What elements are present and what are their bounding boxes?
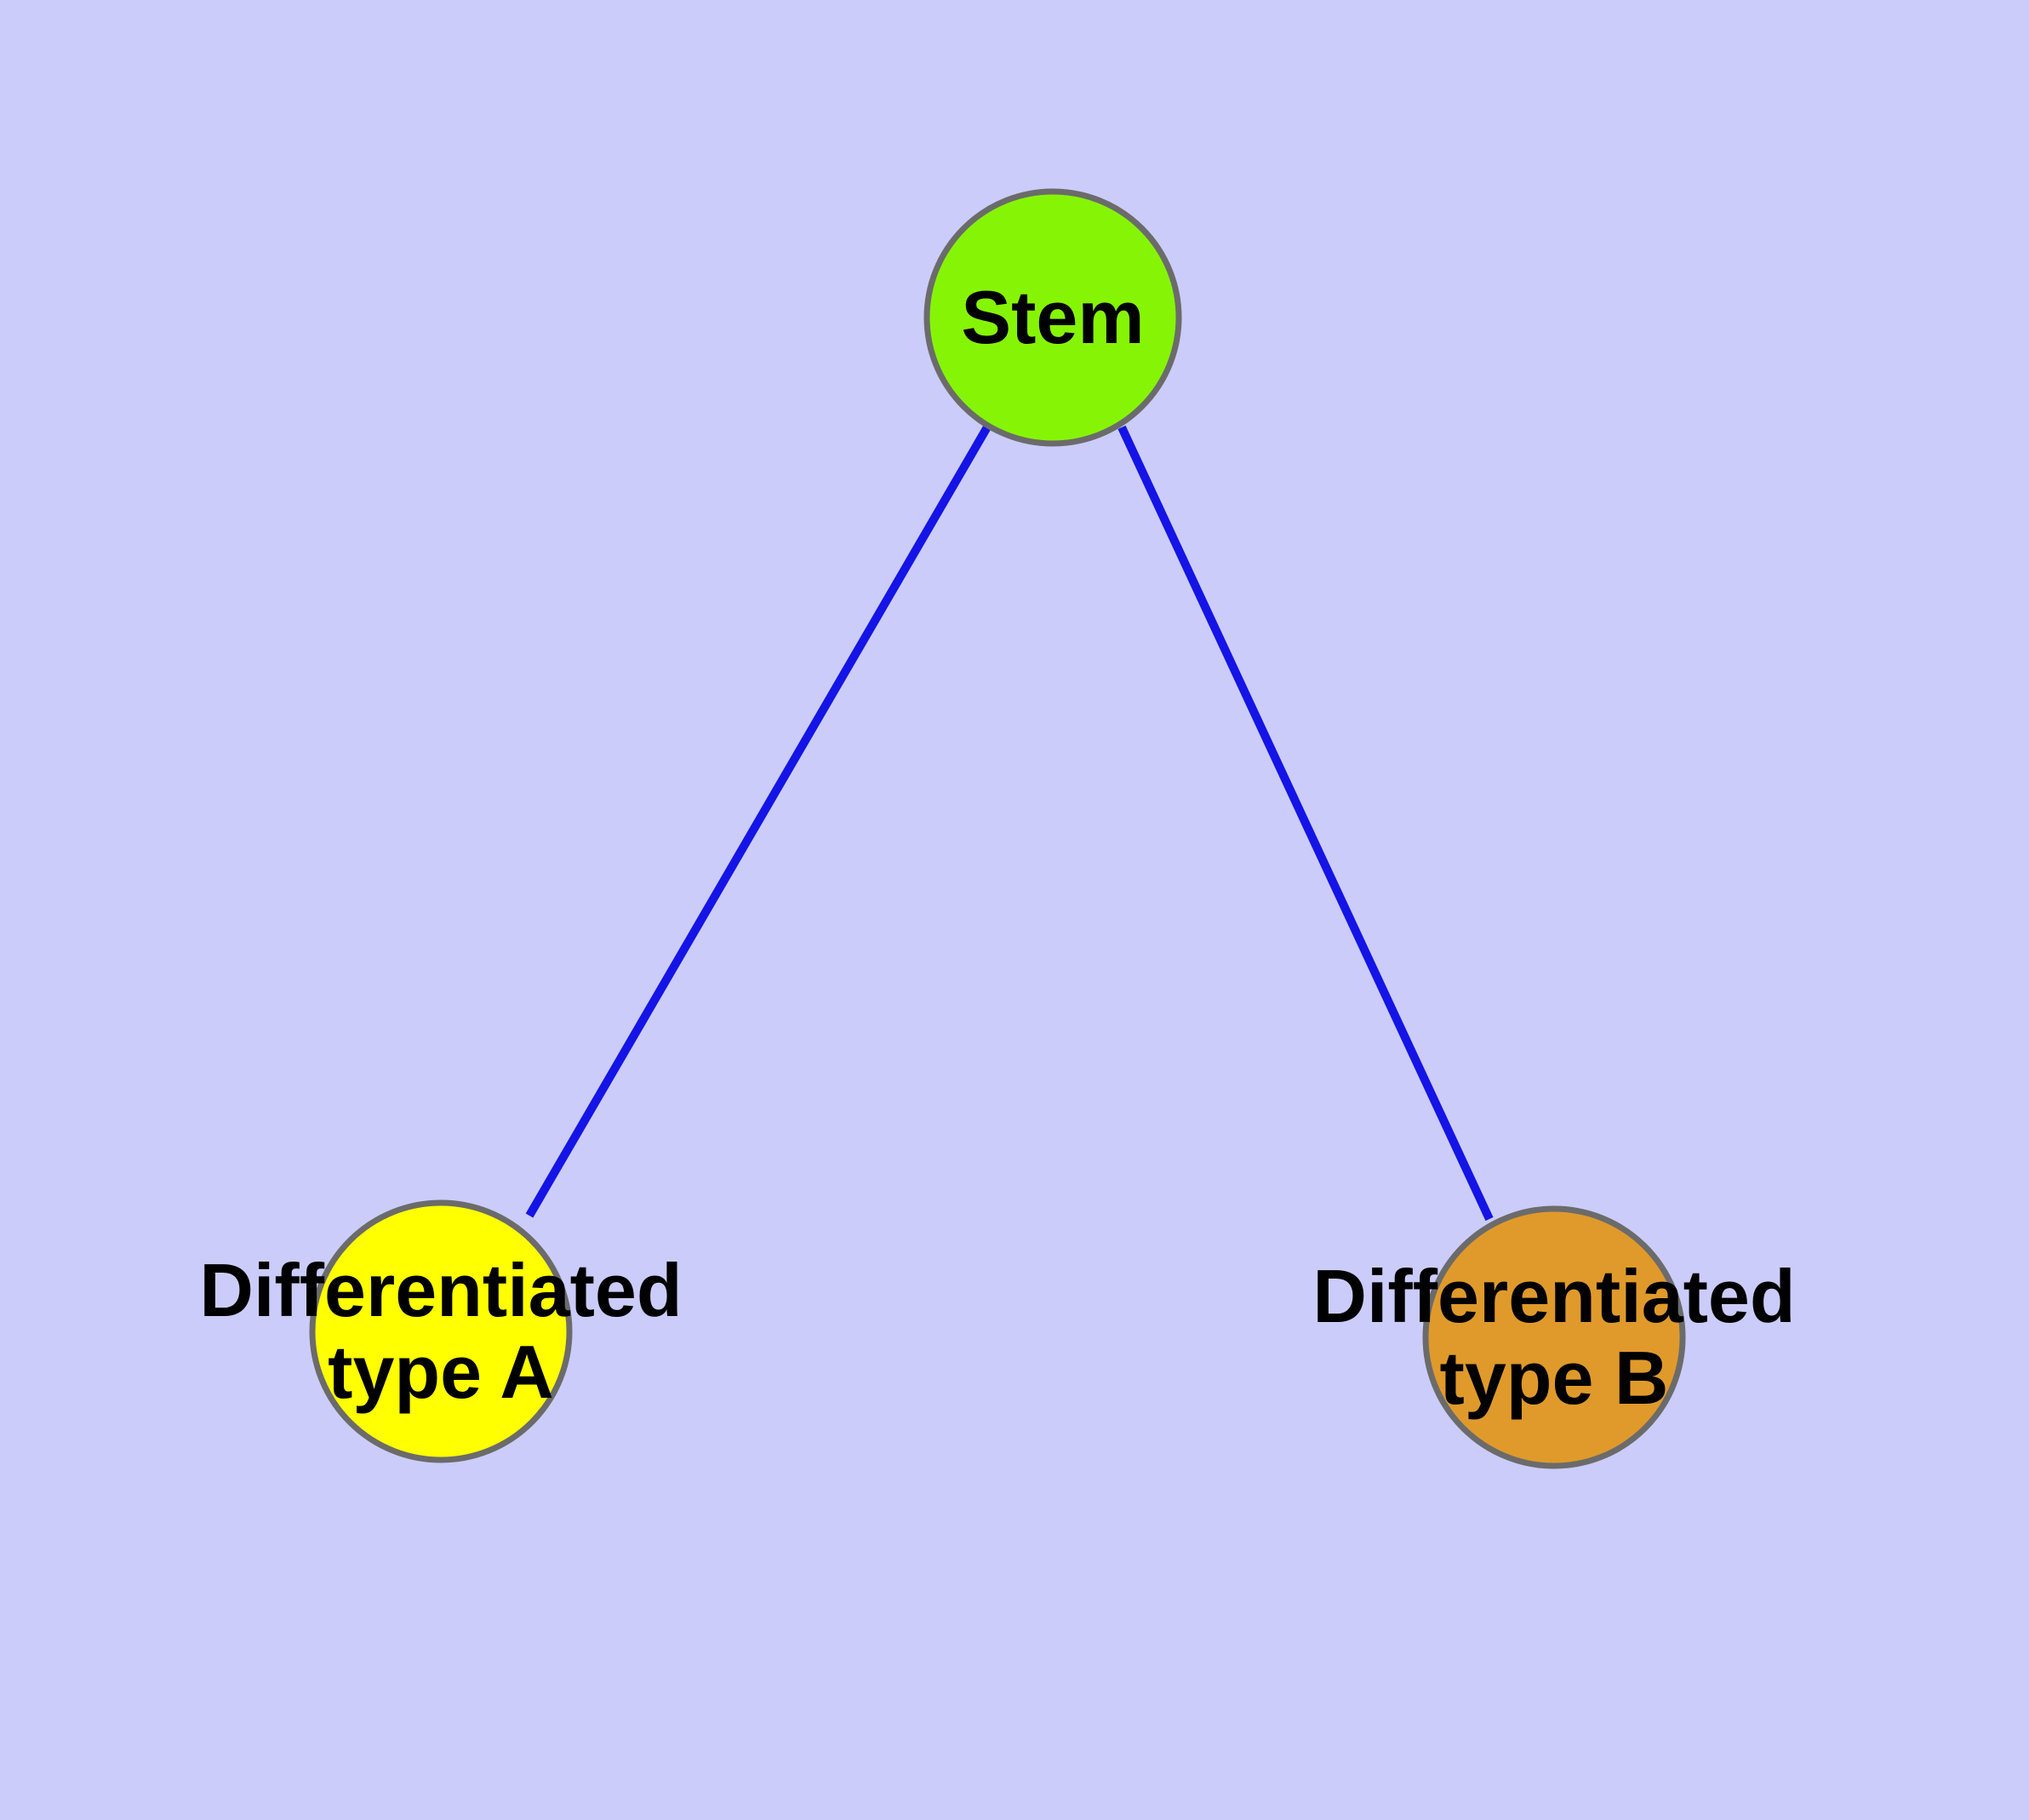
node-label-line: Differentiated (199, 1248, 682, 1332)
edge-stem-diff-a[interactable] (525, 423, 992, 1218)
node-diff-b[interactable] (1422, 1205, 1686, 1469)
node-diff-a[interactable] (309, 1199, 573, 1463)
node-stem[interactable] (923, 188, 1182, 447)
node-label-line: type A (328, 1330, 554, 1414)
node-label-line: Differentiated (1312, 1254, 1795, 1338)
node-label-line: type B (1440, 1336, 1669, 1420)
node-label-line: Stem (961, 275, 1144, 359)
nodes-group (309, 188, 1686, 1469)
edges-group (525, 423, 1494, 1222)
edge-stem-diff-b[interactable] (1117, 425, 1494, 1222)
node-label-stem: Stem (961, 275, 1144, 359)
